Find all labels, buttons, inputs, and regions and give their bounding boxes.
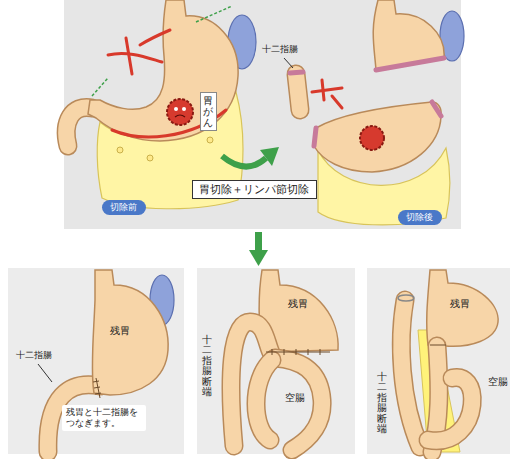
process-box: 胃切除＋リンパ節切除	[192, 180, 317, 199]
billroth-two-part	[231, 322, 275, 446]
node-text: 切除前	[110, 202, 138, 213]
billroth-two-part	[266, 349, 330, 355]
roux-en-y-part	[427, 270, 498, 346]
stomach-after-part	[312, 88, 342, 92]
stomach-before-part	[140, 30, 170, 45]
stomach-after-part	[290, 72, 303, 73]
tumor-tag: 胃がん	[200, 92, 217, 131]
roux-en-y-part	[430, 345, 446, 346]
part-label: 残胃	[286, 298, 310, 310]
stomach-before-part	[175, 115, 185, 117]
process-arrow	[222, 147, 279, 167]
panel-backgrounds-part	[8, 268, 184, 454]
billroth-one	[38, 270, 174, 452]
stomach-after-part	[296, 74, 300, 110]
process-arrow-part	[260, 147, 279, 166]
roux-en-y	[398, 270, 498, 452]
stomach-before-part	[167, 99, 193, 125]
stomach-before-part	[117, 147, 123, 153]
panel-backgrounds-part	[197, 268, 355, 454]
billroth-one-part	[92, 270, 168, 395]
billroth-one-part	[38, 364, 52, 382]
stomach-before-part	[196, 6, 232, 22]
stomach-before-part	[88, 0, 238, 141]
stomach-after-part	[296, 74, 300, 110]
stomach-before	[66, 0, 256, 209]
roux-en-y-part	[398, 295, 414, 301]
billroth-two-part	[231, 322, 275, 446]
stomach-before-part	[174, 107, 178, 111]
part-label: 十二指腸	[14, 350, 54, 361]
stomach-after-part	[360, 126, 384, 150]
roux-en-y-part	[428, 377, 472, 440]
stomach-after-part	[284, 58, 293, 68]
node-text: 胃がん	[203, 95, 213, 128]
stomach-after-part	[432, 102, 441, 116]
part-label: 十二指腸断端	[200, 335, 214, 398]
stomach-before-part	[207, 137, 213, 143]
roux-en-y-part	[401, 300, 420, 447]
note-box: 残胃と十二指腸をつなぎます。	[62, 405, 146, 431]
node-text: 切除後	[406, 212, 434, 223]
stage-badge: 切除後	[398, 210, 442, 225]
down-arrow-part	[249, 250, 268, 266]
stage-badge: 切除前	[102, 200, 146, 215]
panel-backgrounds-part	[367, 268, 510, 454]
roux-en-y-part	[428, 377, 472, 440]
stomach-before-part	[126, 38, 132, 74]
part-label: 十二指腸断端	[375, 372, 389, 435]
billroth-two	[231, 270, 338, 450]
stomach-before-part	[182, 107, 186, 111]
stomach-after-part	[332, 96, 342, 108]
billroth-two-part	[275, 358, 322, 450]
billroth-two-part	[275, 358, 322, 450]
stomach-after-part	[376, 58, 444, 70]
billroth-two-part	[256, 360, 272, 440]
node-text: 残胃と十二指腸をつなぎます。	[66, 407, 141, 429]
stomach-before-part	[92, 78, 108, 96]
stomach-after-part	[314, 102, 441, 172]
stomach-after-part	[322, 80, 324, 100]
stomach-after-part	[373, 0, 444, 70]
node-text: 胃切除＋リンパ節切除	[199, 183, 310, 196]
panel-backgrounds-part	[64, 0, 461, 229]
roux-en-y-part	[401, 300, 420, 447]
billroth-two-part	[256, 360, 272, 440]
panel-backgrounds	[8, 0, 510, 454]
part-label: 残胃	[108, 325, 132, 337]
part-label: 空腸	[283, 392, 307, 404]
stomach-before-part	[147, 155, 153, 161]
part-label: 空腸	[486, 376, 510, 388]
process-arrow-part	[222, 156, 266, 167]
part-label: 十二指腸	[260, 44, 300, 55]
down-arrow-part	[255, 232, 262, 251]
stomach-after-part	[314, 128, 316, 146]
billroth-one-part	[93, 378, 101, 398]
part-label: 残胃	[448, 298, 472, 310]
stomach-before-part	[108, 53, 162, 62]
down-arrow	[249, 232, 268, 266]
